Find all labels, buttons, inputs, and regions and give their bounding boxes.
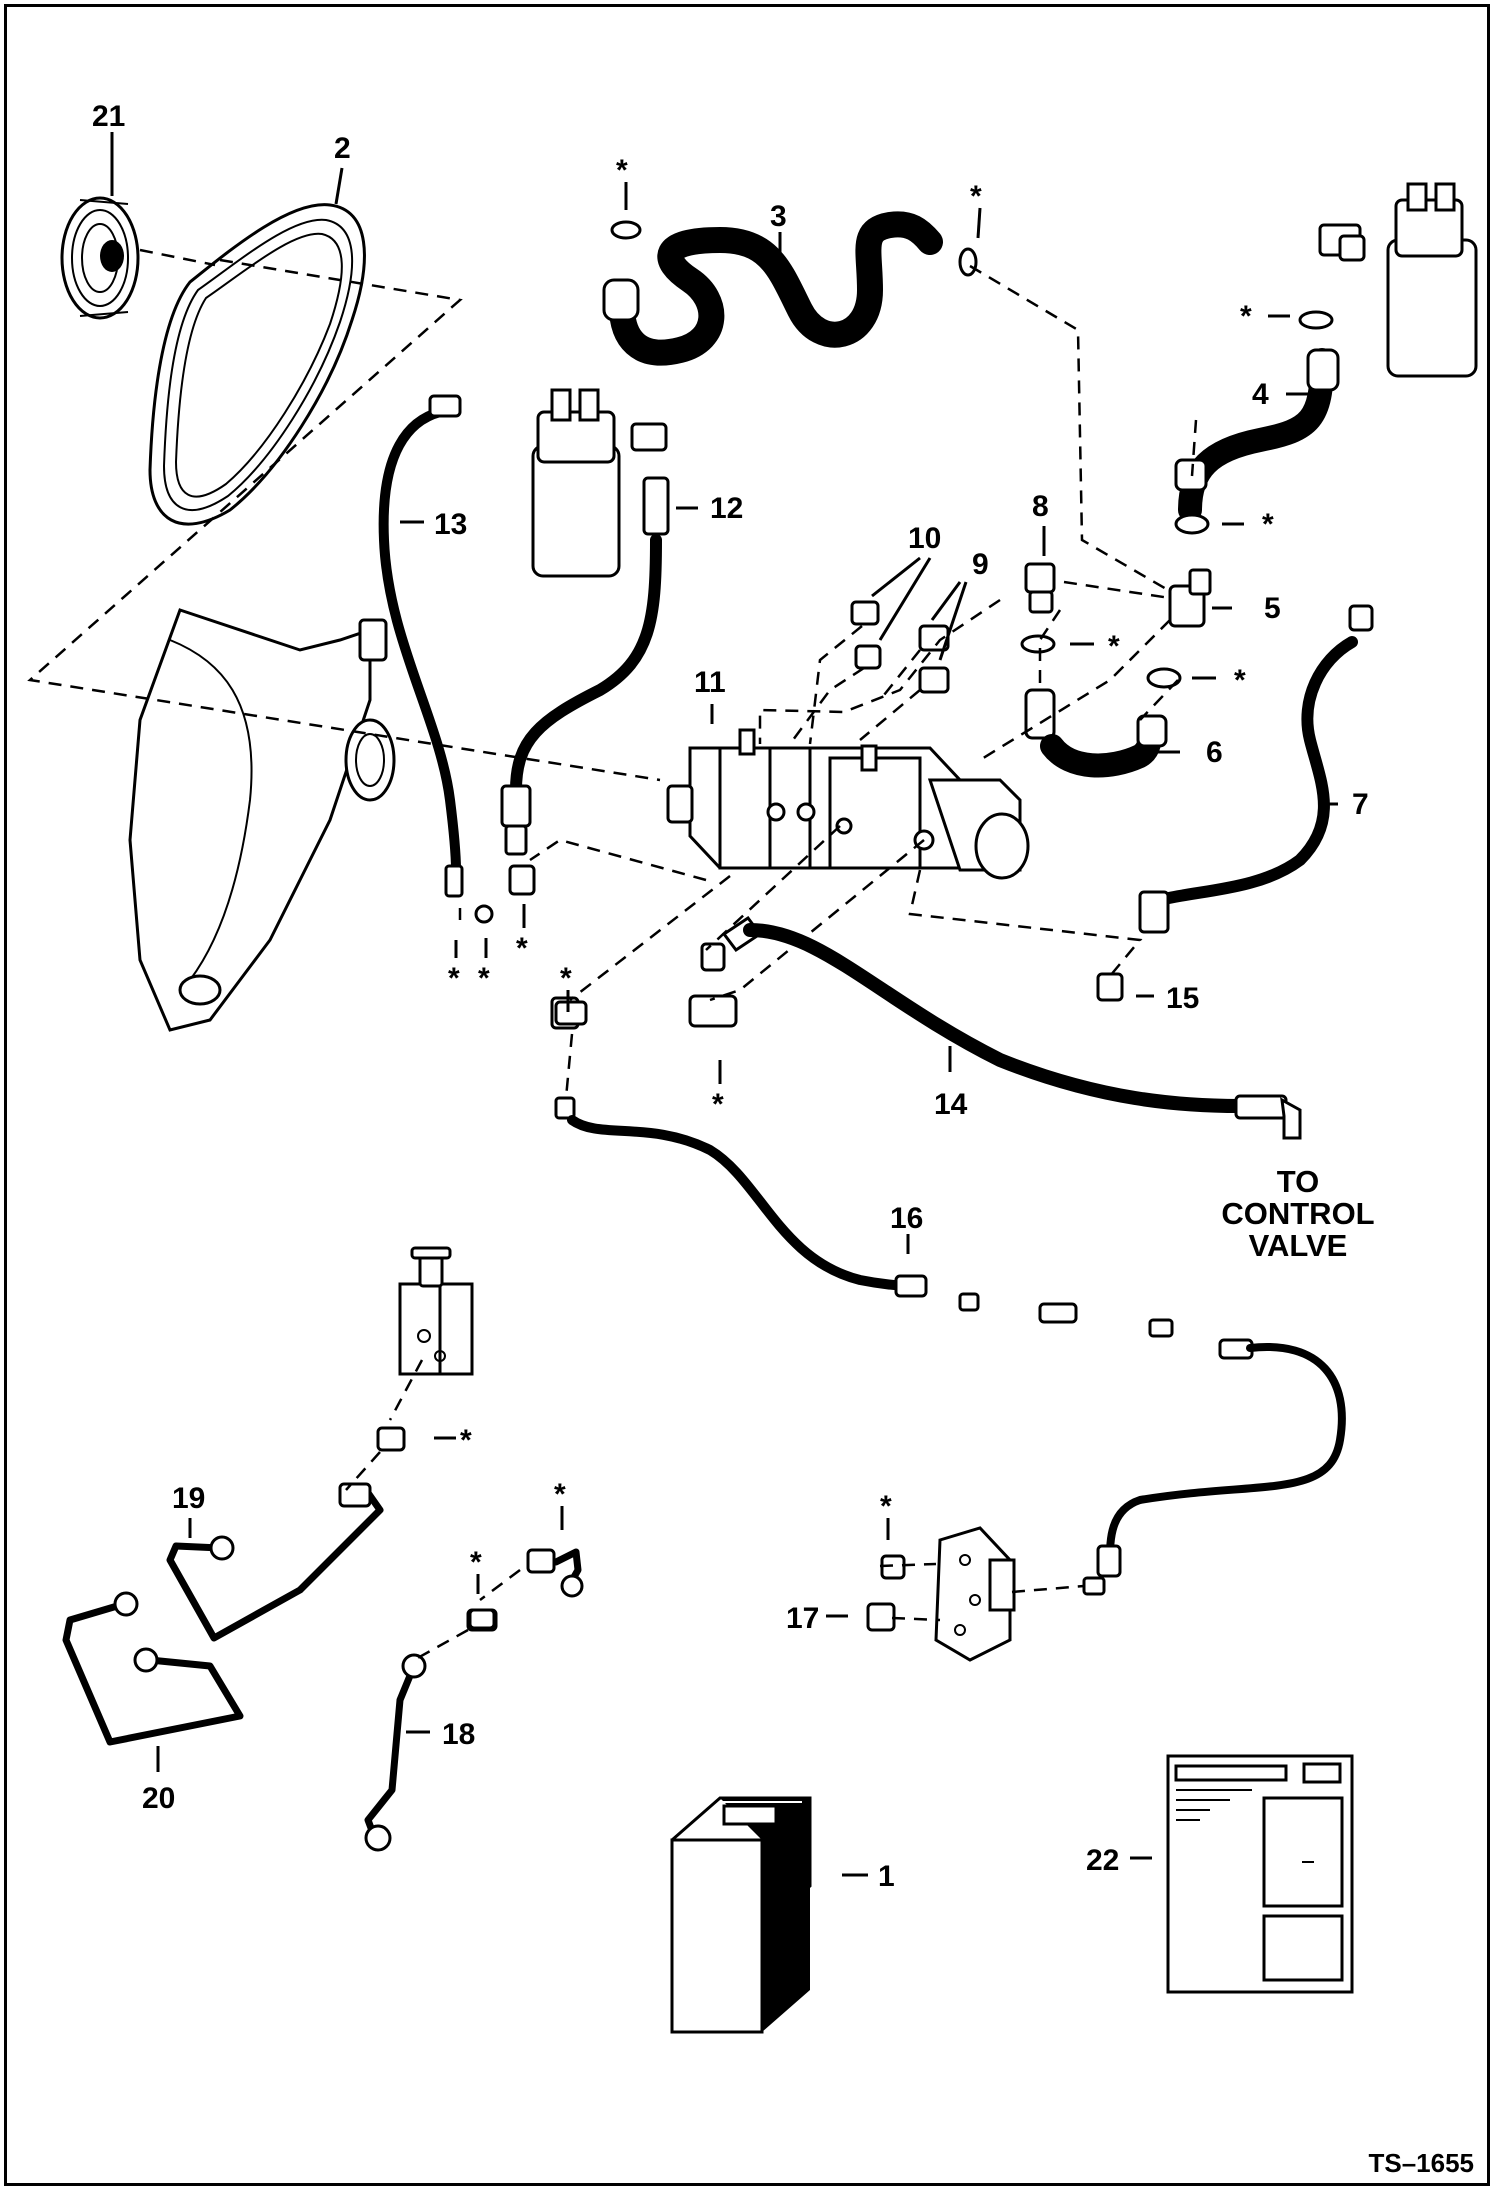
callout-6: 6 [1206,736,1223,769]
callout-16: 16 [890,1202,923,1235]
assembly-lines [27,248,1198,1662]
callout-17: 17 [786,1602,819,1635]
valve-block [376,1246,474,1452]
callout-labels: 21 2 3 4 5 6 7 8 9 10 11 12 13 14 15 16 … [92,100,1369,1893]
control-valve-note: TO CONTROL VALVE [1221,1164,1374,1263]
fitting-15 [1096,972,1124,1002]
fittings-9-10 [850,600,950,694]
star-marker: * [1262,508,1274,541]
hose-4 [1174,348,1340,522]
callout-20: 20 [142,1782,175,1815]
washers [468,220,1334,1630]
callout-4: 4 [1252,378,1269,411]
tee-5 [1168,568,1212,628]
hose-12 [500,476,670,856]
star-marker: * [560,962,572,995]
hose-6 [1024,688,1168,778]
callout-21: 21 [92,100,125,133]
filter-top-right [1318,182,1478,378]
star-marker: * [478,962,490,995]
callout-1: 1 [878,1860,895,1893]
callout-7: 7 [1352,788,1369,821]
star-marker: * [1108,630,1120,663]
hose-14 [688,915,1302,1140]
callout-5: 5 [1264,592,1281,625]
star-marker: * [516,932,528,965]
star-marker: * [1240,300,1252,333]
drawing-border [4,4,1490,2186]
callout-10: 10 [908,522,941,555]
callout-9: 9 [972,548,989,581]
callout-14: 14 [934,1088,968,1121]
box-1 [670,1796,812,2034]
pump-11 [666,728,1030,880]
hose-13 [378,394,464,898]
callout-19: 19 [172,1482,205,1515]
callout-3: 3 [770,200,787,233]
star-marker: * [880,1490,892,1523]
note-line-3: VALVE [1249,1228,1348,1263]
star-marker: * [616,154,628,187]
motor-17 [866,1526,1016,1662]
star-marker: * [712,1088,724,1121]
instruction-sheet-22 [1166,1754,1354,1994]
filter-middle [531,388,668,578]
gear-case [128,608,396,1032]
drawing-id: TS–1655 [1368,2148,1474,2178]
belt-2 [148,203,366,526]
star-marker: * [554,1478,566,1511]
callout-18: 18 [442,1718,475,1751]
callout-15: 15 [1166,982,1199,1015]
note-line-1: TO [1277,1164,1320,1199]
callout-13: 13 [434,508,467,541]
tube-20 [62,1591,244,1746]
star-markers: * * * * * * * * * * * * * * * [448,154,1274,1579]
callout-11: 11 [694,666,726,699]
callout-8: 8 [1032,490,1049,523]
callout-2: 2 [334,132,351,165]
star-marker: * [448,962,460,995]
star-marker: * [970,180,982,213]
callout-22: 22 [1086,1844,1119,1877]
star-marker: * [470,1546,482,1579]
elbow-8 [1024,562,1056,614]
tube-18 [364,1548,584,1852]
hose-3 [602,211,943,366]
note-line-2: CONTROL [1221,1196,1374,1231]
star-marker: * [460,1424,472,1457]
leader-lines [110,132,1338,1877]
callout-12: 12 [710,492,743,525]
star-marker: * [1234,664,1246,697]
hose-7 [1138,604,1374,934]
pulley-21 [60,196,140,320]
